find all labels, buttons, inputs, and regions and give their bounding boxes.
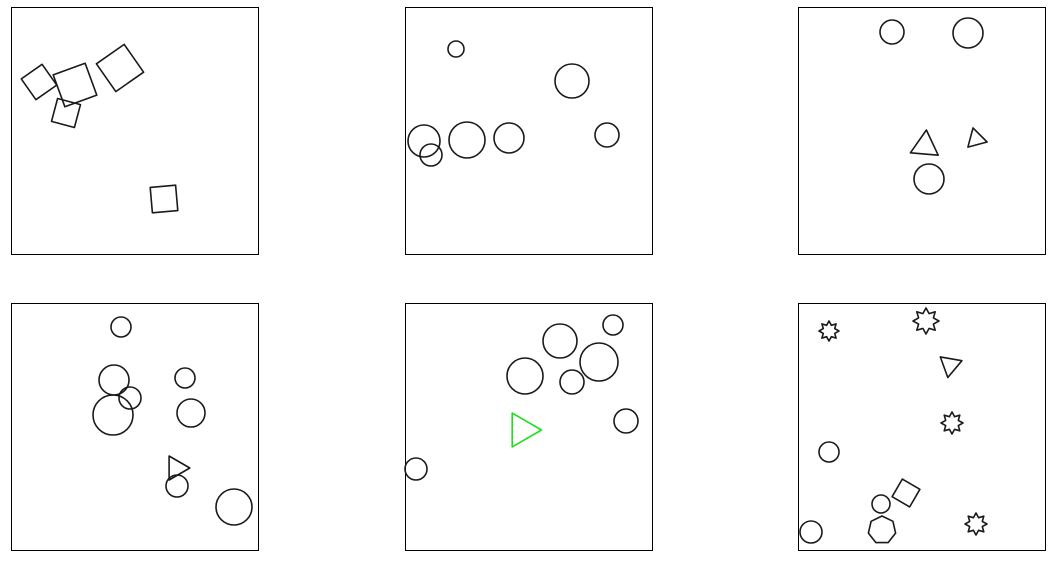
panel-1-square-2: [52, 62, 98, 108]
panel-3-frame: [798, 7, 1046, 255]
panel-4: [11, 303, 259, 551]
panel-1-square-1: [20, 63, 58, 101]
panel-3-circle-5: [913, 163, 945, 195]
panel-2: [405, 7, 653, 255]
panel-4-circle-9: [215, 488, 253, 526]
panel-2-circle-5: [493, 122, 525, 154]
panel-4-triangle-7: [168, 455, 191, 481]
panel-5-circle-2: [602, 314, 624, 336]
panel-1-square-3: [95, 43, 145, 93]
panel-5-circle-1: [542, 323, 578, 359]
panel-4-circle-8: [165, 474, 189, 498]
panel-6-frame: [798, 303, 1046, 551]
panel-6-circle-5: [818, 441, 840, 463]
panel-2-circle-2: [554, 63, 590, 99]
panel-2-circle-3: [407, 124, 441, 158]
panel-4-circle-4: [92, 394, 134, 436]
panel-3-circle-2: [952, 17, 984, 49]
panel-5-triangle-6: [511, 412, 543, 448]
panel-3-triangle-4: [967, 127, 988, 148]
panel-4-circle-6: [176, 398, 206, 428]
panel-6-star-2: [912, 307, 940, 335]
panel-6-square-6: [891, 478, 921, 508]
panel-4-circle-5: [174, 367, 196, 389]
panel-3-circle-1: [879, 19, 905, 45]
panel-4-circle-1: [110, 316, 132, 338]
panel-6-triangle-3: [939, 356, 963, 379]
panel-5-circle-5: [559, 369, 585, 395]
panel-4-circle-3: [118, 386, 142, 410]
panel-5-circle-4: [506, 357, 544, 395]
panel-5-circle-8: [404, 457, 428, 481]
panel-4-frame: [11, 303, 259, 551]
panel-1: [11, 7, 259, 255]
panel-2-circle-7: [419, 143, 443, 167]
panel-3: [798, 7, 1046, 255]
panel-2-circle-6: [594, 122, 620, 148]
panel-5-frame: [405, 303, 653, 551]
panel-6-star-1: [818, 320, 840, 342]
panel-2-circle-4: [448, 121, 486, 159]
panel-5-circle-7: [613, 408, 639, 434]
panel-6-circle-7: [871, 494, 891, 514]
panel-6-circle-8: [799, 520, 823, 544]
panel-3-triangle-3: [909, 129, 940, 156]
panel-6-star-10: [964, 512, 988, 536]
panel-2-frame: [405, 7, 653, 255]
panel-1-square-5: [149, 184, 179, 214]
panel-5: [404, 303, 653, 551]
panel-5-circle-3: [579, 342, 619, 382]
panel-1-square-4: [50, 97, 82, 129]
panel-2-circle-1: [447, 40, 465, 58]
panel-4-circle-2: [98, 364, 130, 396]
panel-1-frame: [11, 7, 259, 255]
panel-6-heptagon-9: [867, 515, 897, 544]
panel-6: [798, 303, 1046, 551]
panel-6-star-4: [940, 411, 964, 435]
